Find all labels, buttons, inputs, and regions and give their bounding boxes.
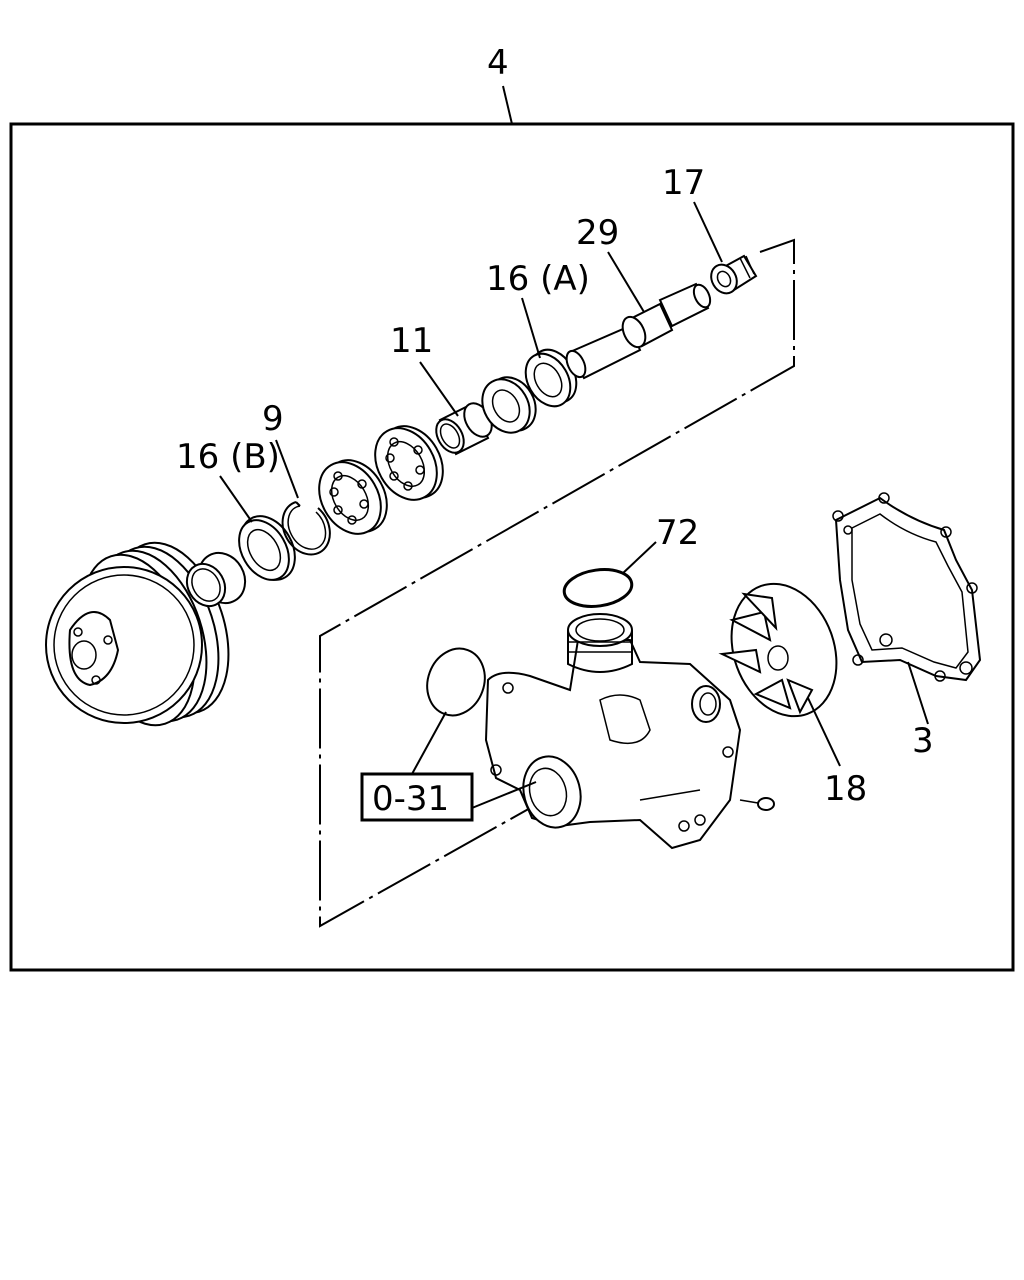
- reference-box: [360, 772, 474, 822]
- callout-16b: 16 (B): [176, 437, 280, 477]
- callout-18: 18: [824, 769, 867, 809]
- leader-29: [607, 251, 645, 313]
- seal-16b: [238, 515, 296, 581]
- shaft-29: [565, 282, 712, 380]
- front-seal-sleeve: [185, 551, 247, 608]
- leader-16a: [521, 297, 541, 359]
- leader-reference-body: [471, 781, 537, 809]
- callout-17: 17: [662, 163, 705, 203]
- leader-3: [907, 661, 929, 725]
- pump-body: [484, 613, 775, 850]
- callout-9: 9: [262, 399, 284, 439]
- callout-3: 3: [912, 721, 934, 761]
- leader-72: [621, 541, 657, 575]
- leader-16b: [219, 475, 253, 523]
- callout-11: 11: [390, 321, 433, 361]
- impeller-18: [718, 582, 838, 718]
- o-ring-left: [426, 647, 486, 717]
- leader-9: [275, 439, 299, 499]
- reference-box-label: 0-31: [372, 779, 449, 819]
- callout-72: 72: [656, 513, 699, 553]
- callout-29: 29: [576, 213, 619, 253]
- bearing-rear: [374, 425, 444, 501]
- leader-17: [693, 201, 723, 263]
- snap-ring-9: [281, 501, 331, 556]
- bearing-front: [318, 459, 388, 535]
- spacer-11: [435, 402, 493, 456]
- bearing-small: [481, 376, 537, 434]
- callout-16a: 16 (A): [486, 259, 590, 299]
- seal-nut-17: [710, 254, 758, 295]
- gasket-3: [832, 492, 982, 682]
- assembly-boundary: [319, 238, 795, 928]
- leader-18: [807, 697, 841, 767]
- leader-4: [502, 85, 513, 125]
- leader-11: [419, 361, 459, 417]
- o-ring-72: [562, 568, 634, 608]
- seal-16a: [524, 348, 578, 408]
- leader-reference-o-ring: [411, 711, 447, 775]
- callout-4: 4: [487, 43, 509, 83]
